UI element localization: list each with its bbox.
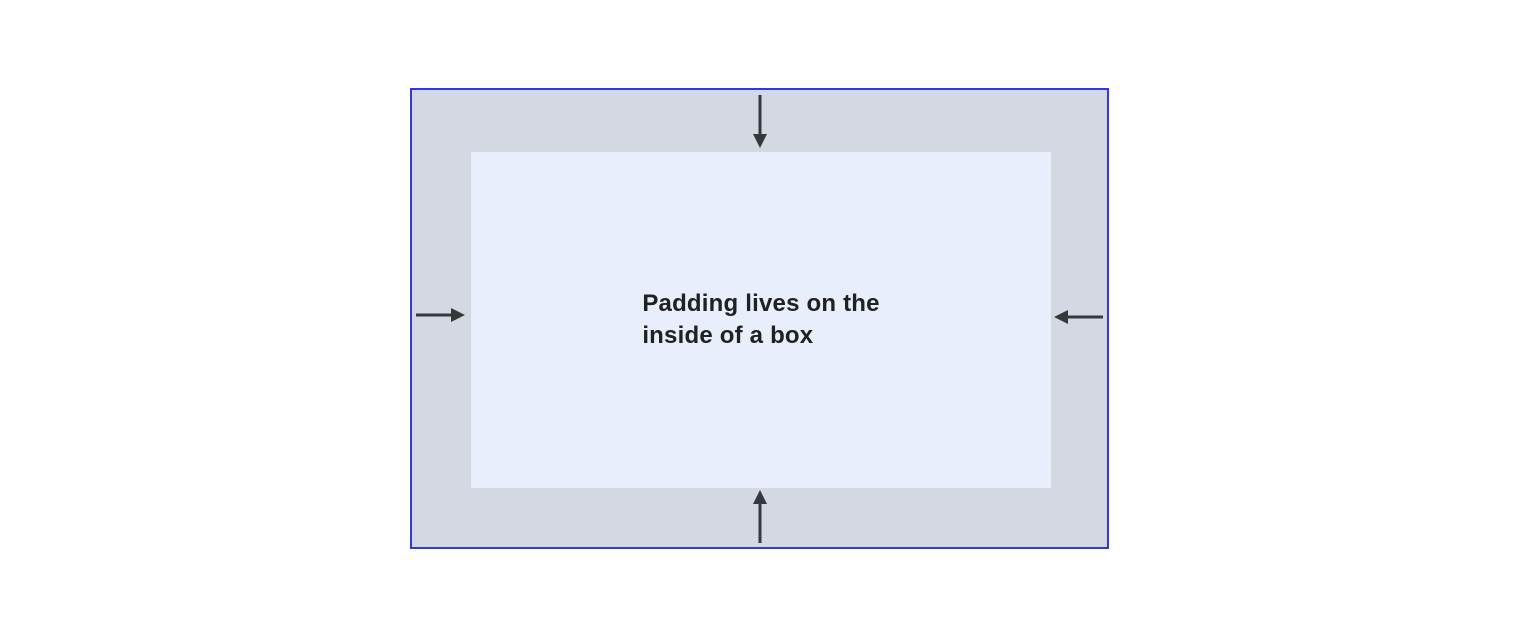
padding-arrow-right-icon <box>1054 310 1103 324</box>
padding-box: Padding lives on the inside of a box <box>410 88 1109 549</box>
caption-line-2: inside of a box <box>642 322 814 349</box>
padding-arrow-bottom-icon <box>753 490 767 543</box>
content-box: Padding lives on the inside of a box <box>471 152 1051 488</box>
caption-line-1: Padding lives on the <box>642 290 880 317</box>
padding-arrow-left-icon <box>416 308 465 322</box>
caption: Padding lives on the inside of a box <box>642 288 879 352</box>
padding-arrow-top-icon <box>753 95 767 148</box>
